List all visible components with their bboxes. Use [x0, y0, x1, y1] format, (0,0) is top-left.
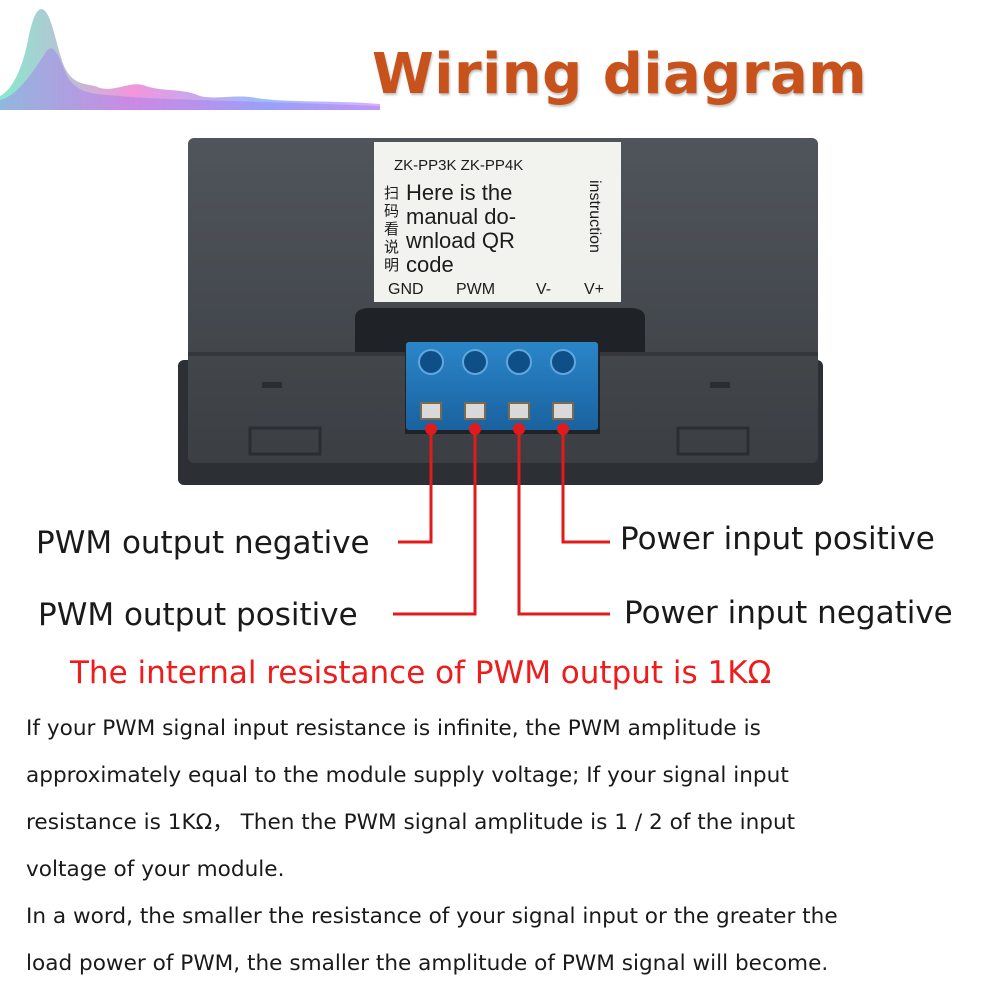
terminal-block — [406, 342, 598, 430]
sticker-line: Here is the — [406, 180, 512, 205]
sticker-models: ZK-PP3K ZK-PP4K — [394, 157, 523, 174]
left-clip — [248, 426, 322, 456]
sticker-cn-chars: 扫 码 看 说 明 — [384, 185, 399, 274]
sticker-cn-char: 看 — [384, 221, 399, 238]
text-line: If your PWM signal input resistance is i… — [26, 716, 761, 741]
label-pwm-output-positive: PWM output positive — [38, 597, 358, 633]
sticker-side-text: instruction — [586, 180, 603, 253]
clamp-icon — [552, 402, 574, 420]
screw-icon — [462, 349, 488, 375]
explanation-text: If your PWM signal input resistance is i… — [26, 705, 986, 987]
text-line: voltage of your module. — [26, 857, 285, 882]
text-line: load power of PWM, the smaller the ampli… — [26, 951, 829, 976]
right-clip — [676, 426, 750, 456]
screw-icon — [506, 349, 532, 375]
text-line: In a word, the smaller the resistance of… — [26, 904, 838, 929]
text-line: approximately equal to the module supply… — [26, 763, 789, 788]
terminal-screws — [418, 349, 576, 375]
clamp-icon — [420, 402, 442, 420]
sticker-cn-char: 说 — [384, 239, 399, 256]
clamp-icon — [508, 402, 530, 420]
sticker-cn-char: 扫 — [384, 185, 399, 202]
sticker-pin-label: PWM — [456, 281, 495, 298]
sticker-line: code — [406, 252, 454, 277]
terminal-clamps — [420, 402, 574, 420]
logo-wave — [0, 9, 380, 110]
resistance-note: The internal resistance of PWM output is… — [70, 655, 772, 691]
label-pwm-output-negative: PWM output negative — [36, 525, 370, 561]
sticker-cn-char: 明 — [384, 257, 399, 274]
label-power-input-positive: Power input positive — [620, 521, 935, 557]
screw-icon — [550, 349, 576, 375]
instruction-sticker — [374, 142, 621, 302]
sticker-pin-label: V- — [536, 281, 551, 298]
sticker-pin-label: GND — [388, 281, 424, 298]
text-line: resistance is 1KΩ， Then the PWM signal a… — [26, 810, 796, 835]
page-title: Wiring diagram — [372, 42, 868, 107]
sticker-line: wnload QR — [405, 228, 515, 253]
module-rear-view: ZK-PP3K ZK-PP4K 扫 码 看 说 明 Here is the ma… — [178, 138, 823, 485]
sticker-pin-label: V+ — [584, 281, 604, 298]
label-power-input-negative: Power input negative — [624, 595, 953, 631]
screw-icon — [418, 349, 444, 375]
clamp-icon — [464, 402, 486, 420]
sticker-cn-char: 码 — [384, 203, 399, 220]
sticker-line: manual do- — [406, 204, 516, 229]
